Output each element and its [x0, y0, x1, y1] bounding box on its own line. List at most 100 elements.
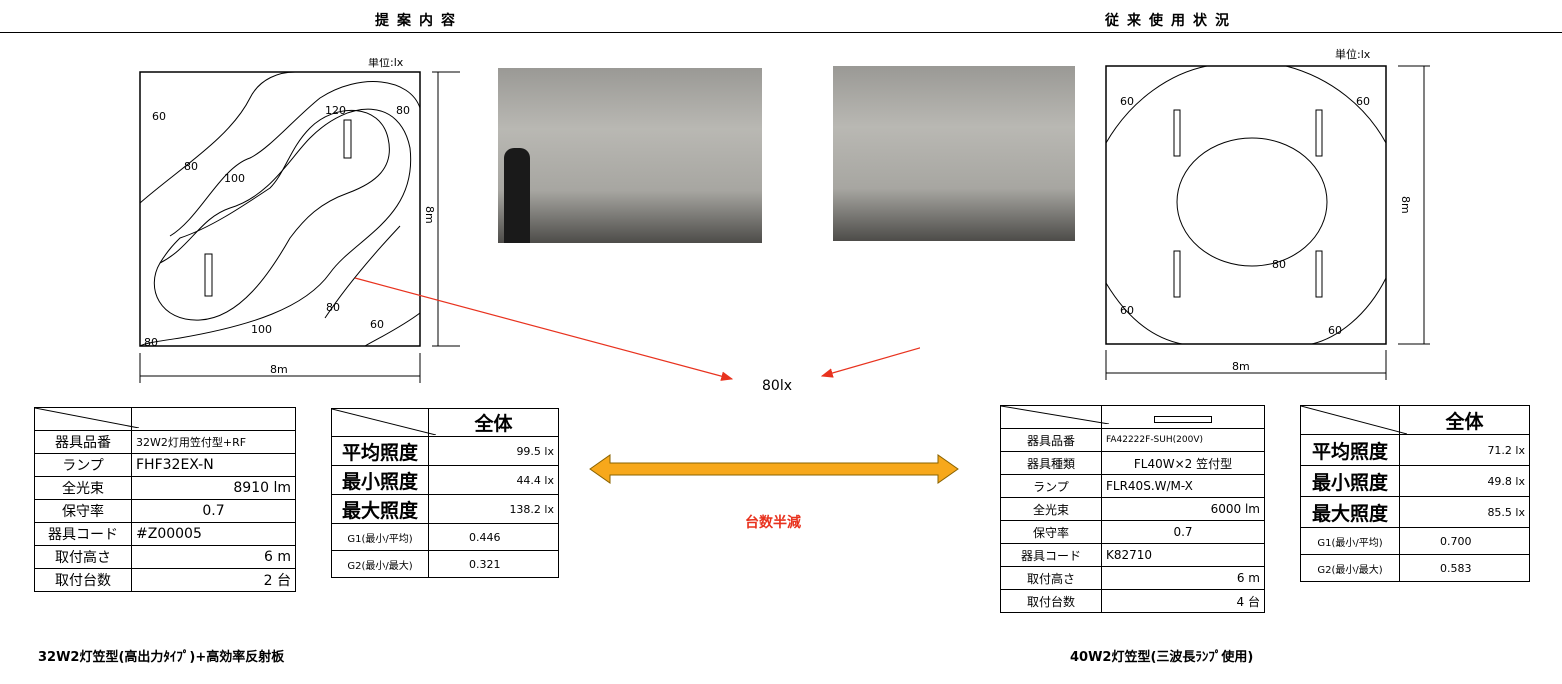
- result-value: 0.583: [1399, 554, 1530, 582]
- result-value: 44.4 lx: [428, 465, 559, 495]
- spec-label: 取付台数: [34, 568, 132, 592]
- left-unit-label: 単位:lx: [368, 58, 404, 69]
- spec-value: FLR40S.W/M-X: [1101, 474, 1265, 498]
- right-isolux-diagram: 単位:lx 60 60 80 60 60 8m 8m: [1105, 48, 1430, 380]
- result-label: 最小照度: [1300, 465, 1400, 497]
- contour-label: 60: [1120, 95, 1134, 108]
- result-value: 138.2 lx: [428, 494, 559, 524]
- luminaire-icon: [1315, 250, 1323, 298]
- luminaire-icon: [1173, 109, 1181, 157]
- spec-label: 器具種類: [1000, 451, 1102, 475]
- contour-line: [169, 81, 421, 237]
- spec-value: 6 m: [1101, 566, 1265, 590]
- result-value: 49.8 lx: [1399, 465, 1530, 497]
- contour-line: [364, 312, 421, 347]
- spec-label: 器具コード: [34, 522, 132, 546]
- contour-line: [1285, 65, 1387, 144]
- contour-label: 120: [325, 104, 346, 117]
- spec-label: 保守率: [1000, 520, 1102, 544]
- contour-label: 80: [396, 104, 410, 117]
- current-room-photo: [833, 66, 1075, 241]
- result-label: 平均照度: [1300, 434, 1400, 466]
- result-header: 全体: [428, 408, 559, 437]
- right-unit-label: 単位:lx: [1335, 48, 1371, 61]
- contour-label: 100: [251, 323, 272, 336]
- contour-label: 80: [326, 301, 340, 314]
- contour-line: [1105, 282, 1183, 345]
- contour-label: 80: [144, 336, 158, 349]
- person-silhouette: [504, 148, 530, 243]
- contour-line: [324, 225, 401, 319]
- spec-value: 6000 lm: [1101, 497, 1265, 521]
- spec-label: 器具コード: [1000, 543, 1102, 567]
- spec-value: 32W2灯用笠付型+RF: [131, 430, 296, 454]
- luminaire-icon: [204, 253, 213, 297]
- contour-line: [1176, 137, 1328, 267]
- result-label: 最大照度: [331, 494, 429, 524]
- result-label: G2(最小/最大): [331, 550, 429, 578]
- result-label: G2(最小/最大): [1300, 554, 1400, 582]
- contour-line: [153, 109, 390, 321]
- result-value: 0.321: [428, 550, 559, 578]
- left-section-header: 提案内容: [375, 13, 463, 29]
- left-isolux-diagram: 単位:lx 80 60 120 80 100 80 100 60 80 8m 8…: [139, 58, 460, 383]
- spec-value: 2 台: [131, 568, 296, 592]
- spec-label: ランプ: [1000, 474, 1102, 498]
- reduction-label: 台数半減: [745, 515, 801, 531]
- contour-label: 60: [1356, 95, 1370, 108]
- luminaire-icon: [343, 119, 352, 159]
- spec-value: FHF32EX-N: [131, 453, 296, 477]
- left-room-outline: [139, 71, 421, 347]
- result-value: 85.5 lx: [1399, 496, 1530, 528]
- contour-line: [139, 108, 412, 347]
- contour-label: 60: [152, 110, 166, 123]
- left-caption: 32W2灯笠型(高出力ﾀｲﾌﾟ)+高効率反射板: [38, 650, 285, 665]
- spec-value: 0.7: [1101, 520, 1265, 544]
- contour-label: 60: [1120, 304, 1134, 317]
- contour-label: 80: [1272, 258, 1286, 271]
- spec-label: 取付高さ: [1000, 566, 1102, 590]
- center-result-label: 80lx: [762, 378, 792, 394]
- luminaire-icon: [1173, 250, 1181, 298]
- contour-label: 60: [1328, 324, 1342, 337]
- spec-value: 4 台: [1101, 589, 1265, 613]
- right-room-outline: [1105, 65, 1387, 345]
- spec-value: 0.7: [131, 499, 296, 523]
- result-label: 平均照度: [331, 436, 429, 466]
- spec-label: 器具品番: [1000, 428, 1102, 452]
- dimension-label: 8m: [1399, 196, 1412, 214]
- spec-value: K82710: [1101, 543, 1265, 567]
- spec-label: 取付高さ: [34, 545, 132, 569]
- spec-value: FL40W×2 笠付型: [1101, 451, 1265, 475]
- proposal-room-photo: [498, 68, 762, 243]
- right-arrow: [820, 347, 920, 378]
- contour-line: [1311, 277, 1387, 345]
- contour-line: [1105, 65, 1208, 144]
- spec-label: ランプ: [34, 453, 132, 477]
- dimension-label: 8m: [423, 206, 436, 224]
- luminaire-icon: [1315, 109, 1323, 157]
- spec-label: 取付台数: [1000, 589, 1102, 613]
- dimension-label: 8m: [270, 363, 288, 376]
- result-value: 71.2 lx: [1399, 434, 1530, 466]
- header-rule: [0, 32, 1562, 33]
- spec-value: FA42222F-SUH(200V): [1101, 428, 1265, 452]
- comparison-arrows: [354, 277, 920, 381]
- contour-label: 80: [184, 160, 198, 173]
- right-caption: 40W2灯笠型(三波長ﾗﾝﾌﾟ使用): [1070, 650, 1254, 665]
- result-value: 99.5 lx: [428, 436, 559, 466]
- luminaire-icon: [1154, 415, 1212, 423]
- spec-label: 器具品番: [34, 430, 132, 454]
- left-arrow: [354, 277, 734, 381]
- contour-label: 60: [370, 318, 384, 331]
- result-value: 0.700: [1399, 527, 1530, 555]
- right-section-header: 従来使用状況: [1105, 13, 1237, 29]
- result-label: 最大照度: [1300, 496, 1400, 528]
- spec-value: #Z00005: [131, 522, 296, 546]
- result-label: G1(最小/平均): [331, 523, 429, 551]
- result-label: 最小照度: [331, 465, 429, 495]
- spec-label: 全光束: [34, 476, 132, 500]
- dimension-label: 8m: [1232, 360, 1250, 373]
